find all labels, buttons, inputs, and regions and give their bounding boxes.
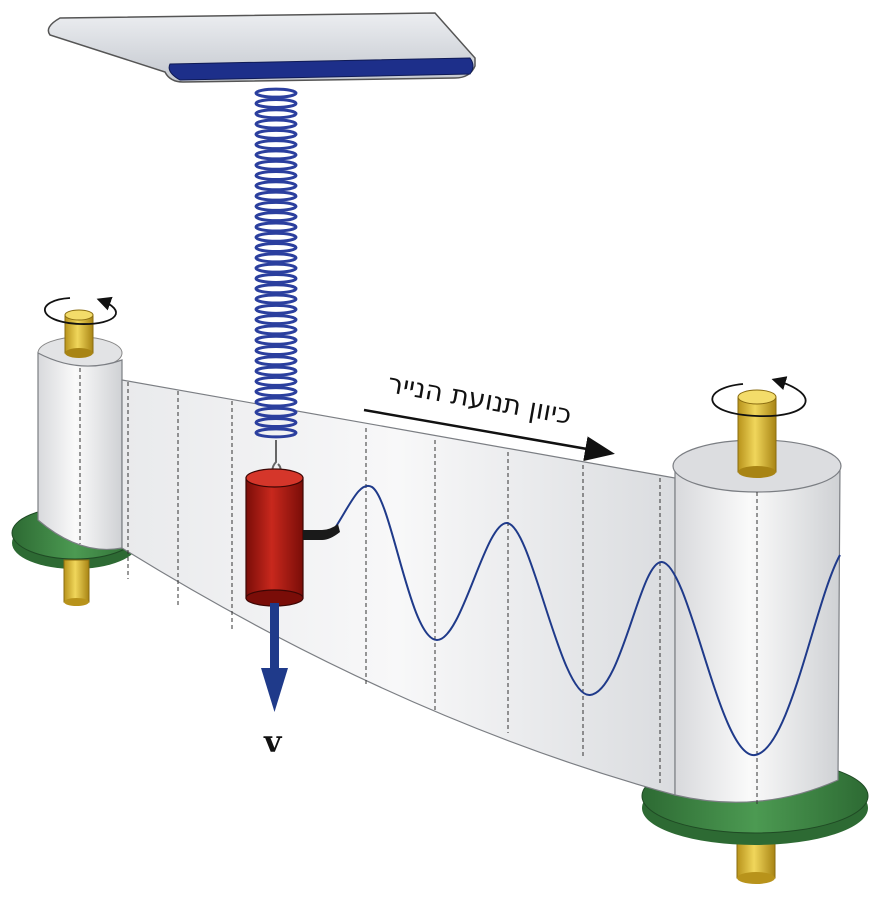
mass-block	[245, 468, 340, 607]
rotation-arrow-icon	[44, 296, 117, 325]
spring-coil	[254, 324, 298, 336]
spring-coil	[254, 272, 298, 284]
spring-coil	[254, 87, 298, 99]
spring-coil	[254, 200, 298, 212]
paper-direction-label: כיוון תנועת הנייר	[385, 368, 573, 431]
spring-coil	[254, 242, 298, 254]
spring	[254, 87, 298, 439]
spring-coil	[254, 159, 298, 171]
spring-coil	[254, 149, 298, 161]
left-drum	[37, 309, 123, 370]
paper-direction-arrow	[363, 408, 615, 462]
spring-coil	[254, 118, 298, 130]
spring-coil	[254, 375, 298, 387]
spring-coil	[254, 314, 298, 326]
spring-coil	[254, 252, 298, 264]
spring-coil	[254, 170, 298, 181]
spring-coil	[254, 221, 298, 233]
spring-coil	[254, 427, 298, 439]
spring-coil	[254, 211, 298, 223]
right-drum-post	[737, 389, 777, 478]
spring-coil	[254, 386, 298, 398]
spring-coil	[254, 396, 298, 408]
spring-coil	[254, 283, 298, 295]
spring-coil	[254, 128, 298, 140]
time-markers	[79, 368, 758, 805]
spring-coil	[254, 355, 298, 367]
rotation-arrow-icon	[711, 376, 807, 417]
spring-coil	[254, 108, 298, 120]
spring-coil	[254, 293, 298, 305]
spring-coil	[254, 139, 298, 151]
spring-coil	[254, 345, 298, 356]
velocity-arrow	[261, 603, 288, 712]
spring-coil	[254, 262, 298, 274]
spring-coil	[254, 231, 298, 243]
spring-coil	[254, 97, 298, 109]
spring-coil	[254, 303, 298, 315]
spring-coil	[254, 417, 298, 429]
oscillation-trace	[334, 484, 841, 757]
velocity-label: v	[263, 725, 283, 760]
spring-coil	[254, 180, 298, 192]
spring-coil	[254, 365, 298, 377]
spring-coil	[254, 334, 298, 346]
pen-stylus	[303, 524, 340, 540]
ceiling-plate	[47, 12, 476, 83]
paper-strip	[37, 352, 842, 805]
spring-coil	[254, 406, 298, 418]
spring-coil	[254, 190, 298, 202]
